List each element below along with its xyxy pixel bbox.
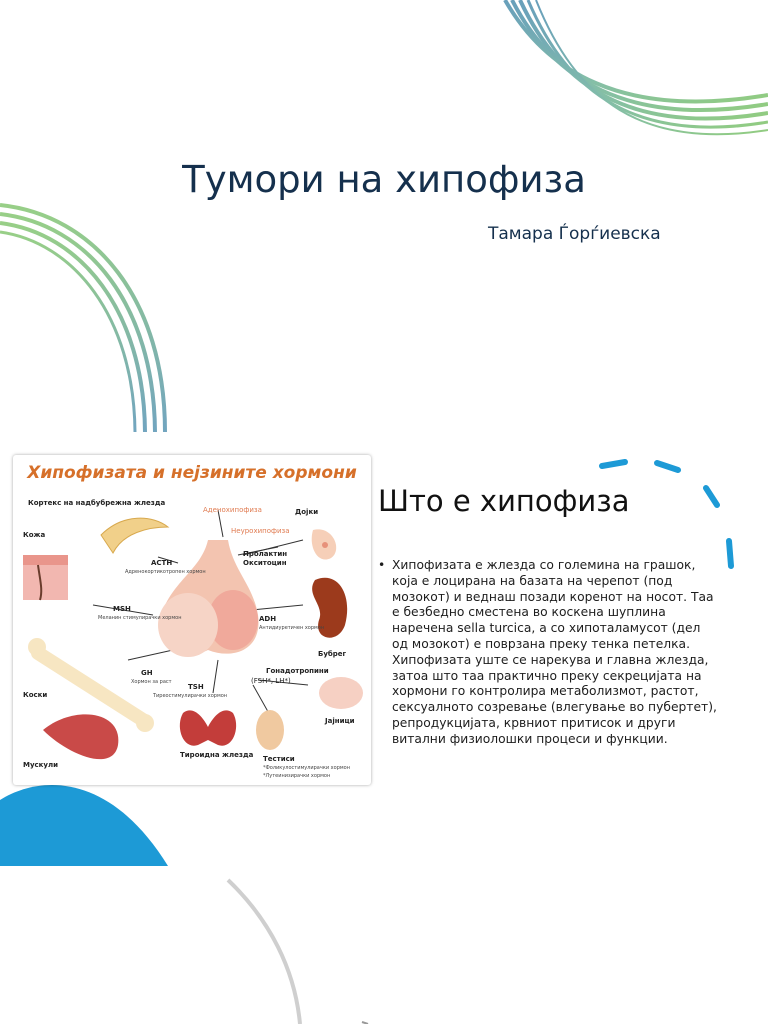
- label-gh: GH: [141, 669, 153, 677]
- label-neurohypophysis: Неурохипофиза: [231, 527, 290, 535]
- label-msh-desc: Меланин стимулирачки хормон: [98, 615, 182, 621]
- label-testes: Тестиси: [263, 755, 295, 763]
- label-msh: MSH: [113, 605, 131, 613]
- label-tsh-desc: Тиреостимулирачки хормон: [153, 693, 228, 699]
- section-heading: Што е хипофиза: [378, 484, 630, 518]
- label-adenohypophysis: Аденохипофиза: [203, 506, 262, 514]
- left-arc: [0, 203, 167, 433]
- label-thyroid: Тироидна жлезда: [180, 751, 254, 759]
- bullet-paragraph: Хипофизата е жлезда со големина на грашо…: [378, 558, 718, 748]
- label-kidney: Бубрег: [318, 650, 347, 658]
- author-name: Тамара Ѓорѓиевска: [488, 224, 661, 244]
- blue-quarter-circle: [0, 785, 168, 866]
- grey-arc: [226, 878, 302, 1024]
- label-oxytocin: Окситоцин: [243, 559, 287, 567]
- label-muscles: Мускули: [23, 761, 59, 769]
- label-gonadotropins: Гонадотропини: [266, 667, 329, 675]
- label-adh: ADH: [259, 615, 277, 623]
- figure-title: Хипофизата и нејзините хормони: [27, 463, 357, 483]
- top-right-swoosh: [503, 0, 768, 136]
- label-ovaries: Јајници: [325, 717, 355, 725]
- slide-title: Тумори на хипофиза: [182, 158, 586, 201]
- label-acth: ACTH: [151, 559, 173, 567]
- footnote-fsh: *Фоликулостимулирачки хормон: [263, 765, 350, 771]
- label-fsh-lh: (FSH*, LH*): [251, 677, 291, 685]
- footnote-lh: *Лутеинизирачки хормон: [263, 773, 331, 779]
- label-skin: Кожа: [23, 531, 46, 539]
- section-body: Хипофизата е жлезда со големина на грашо…: [378, 558, 718, 748]
- label-bones: Коски: [23, 691, 48, 699]
- pituitary-hormones-figure: Хипофизата и нејзините хормони Кортекс н…: [13, 455, 371, 785]
- label-prolactin: Пролактин: [243, 550, 288, 558]
- label-tsh: TSH: [188, 683, 204, 691]
- label-adh-desc: Антидиуретичен хормон: [259, 625, 325, 631]
- label-gh-desc: Хормон за раст: [131, 679, 172, 685]
- label-cortex: Кортекс на надбубрежна жлезда: [28, 499, 166, 507]
- figure-illustration: [23, 509, 363, 760]
- label-breasts: Дојки: [295, 508, 319, 516]
- label-acth-desc: Адренокортикотропен хормон: [125, 569, 206, 575]
